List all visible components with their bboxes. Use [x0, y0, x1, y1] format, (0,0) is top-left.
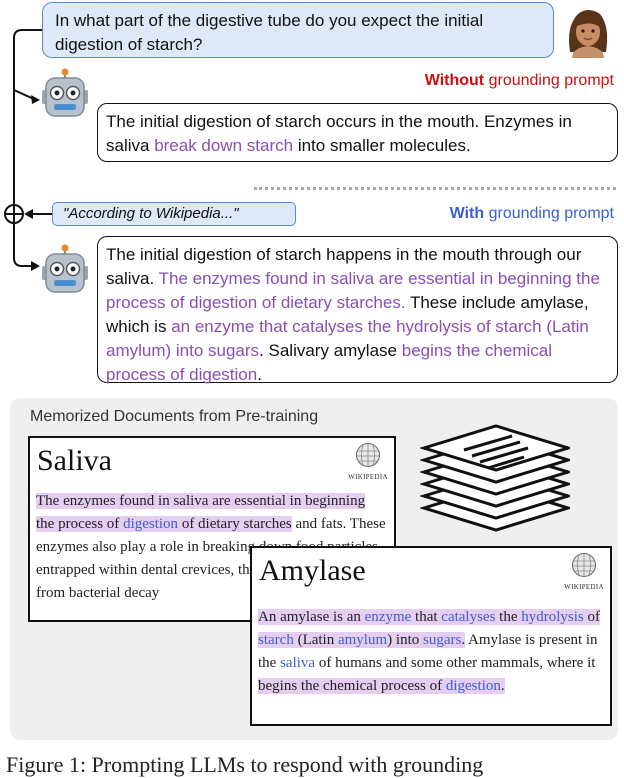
- figure-caption: Figure 1: Prompting LLMs to respond with…: [6, 752, 484, 777]
- amylase-doc-text: An amylase is an enzyme that catalyses t…: [258, 609, 601, 694]
- answer-with-grounding: The initial digestion of starch happens …: [97, 236, 618, 384]
- branch-line-2: [13, 223, 36, 267]
- amylase-document: Amylase WIKIPEDIA An amylase is an enzym…: [250, 546, 612, 726]
- section-divider: [254, 187, 616, 190]
- wikipedia-logo: WIKIPEDIA: [348, 442, 388, 481]
- prompt-arrowhead: [24, 209, 33, 219]
- robot-icon: [42, 244, 88, 293]
- without-grounding-label: Without grounding prompt: [424, 72, 614, 89]
- user-question-bubble: In what part of the digestive tube do yo…: [42, 2, 554, 58]
- saliva-doc-title: Saliva: [37, 444, 112, 477]
- main-vertical-line: [13, 29, 44, 208]
- amylase-doc-title: Amylase: [259, 554, 366, 587]
- wikipedia-logo: WIKIPEDIA: [564, 552, 604, 591]
- with-grounding-label: With grounding prompt: [449, 205, 614, 222]
- question-text: In what part of the digestive tube do yo…: [55, 11, 484, 54]
- robot-icon: [42, 68, 88, 117]
- branch-arrowhead-2: [31, 261, 40, 271]
- branch-arrowhead-1: [31, 95, 40, 104]
- wikipedia-globe-icon: [356, 443, 380, 467]
- answer-without-grounding: The initial digestion of starch occurs i…: [97, 103, 618, 162]
- document-stack-icon: [420, 424, 570, 532]
- panel-title: Memorized Documents from Pre-training: [30, 408, 319, 425]
- wikipedia-globe-icon: [572, 553, 596, 577]
- user-avatar-icon: [569, 10, 608, 58]
- grounding-prompt-bubble: "According to Wikipedia...": [52, 202, 296, 226]
